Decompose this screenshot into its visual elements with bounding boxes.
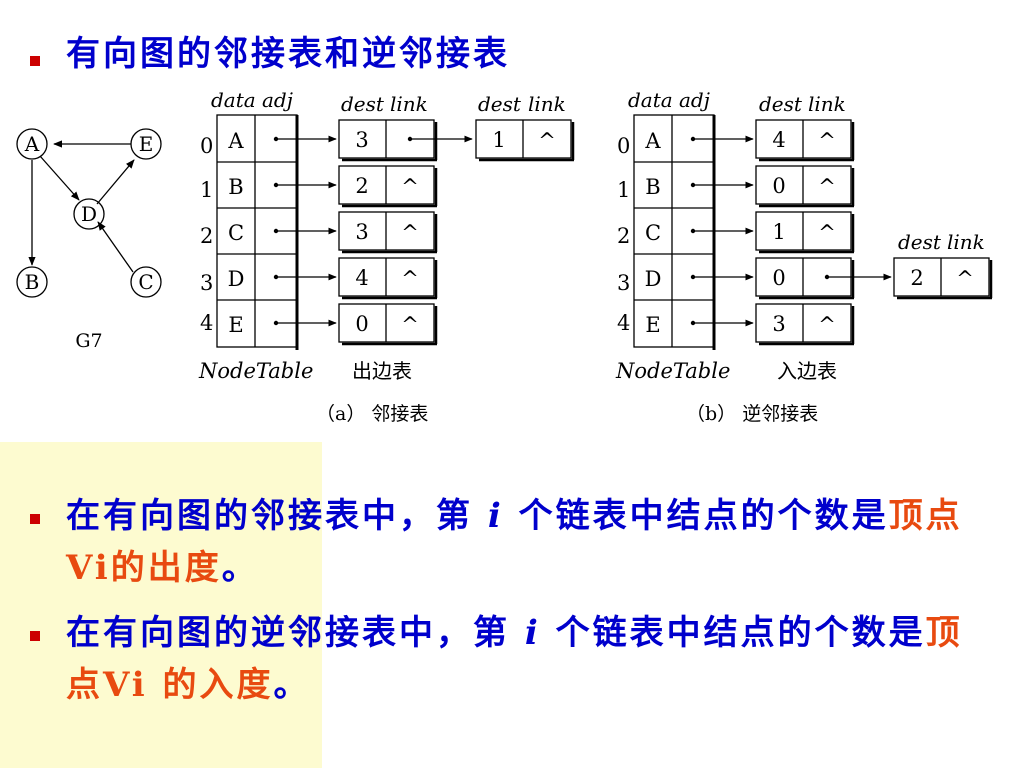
- list-a-dest-4: 0: [355, 312, 368, 336]
- header-data-a: data: [211, 88, 256, 112]
- graph-node-e: [130, 128, 162, 160]
- list-header-link-a: link: [390, 92, 428, 116]
- extra-header-link-b: link: [947, 230, 985, 254]
- node-table-label-b: NodeTable: [615, 359, 730, 383]
- list-label-b: 入边表: [777, 359, 837, 383]
- slide-title: 有向图的邻接表和逆邻接表: [66, 34, 510, 74]
- graph-node-c: [130, 266, 162, 298]
- node-a-row-2: C: [228, 221, 244, 245]
- node-b-row-3: D: [645, 267, 662, 291]
- list-b-dest-1: 0: [772, 174, 785, 198]
- extra-b-dest: 2: [910, 266, 923, 290]
- list-a-null-1: ^: [401, 175, 419, 199]
- list-a-dest-1: 2: [355, 174, 368, 198]
- list-b-null-1: ^: [818, 175, 836, 199]
- header-data-b: data: [628, 88, 673, 112]
- caption-a: （a） 邻接表: [316, 403, 428, 425]
- list-header-link-b: link: [808, 92, 846, 116]
- list-a-null-4: ^: [401, 313, 419, 337]
- index-b-1: 1: [617, 178, 630, 202]
- index-b-3: 3: [617, 271, 630, 295]
- list-a-dest-2: 3: [355, 220, 368, 244]
- graph-node-b: [16, 266, 48, 298]
- list-b-dest-2: 1: [772, 220, 785, 244]
- header-adj-a: adj: [262, 88, 293, 112]
- index-a-0: 0: [200, 134, 213, 158]
- adjacency-list-b: data adj 0 1 2 3 4 A B C D E: [615, 88, 993, 425]
- index-a-4: 4: [200, 311, 213, 335]
- list-b-dest-3: 0: [772, 266, 785, 290]
- node-a-row-3: D: [228, 267, 245, 291]
- list-b-dest-4: 3: [772, 312, 785, 336]
- extra-b-null: ^: [956, 267, 974, 291]
- index-b-4: 4: [617, 311, 630, 335]
- graph-node-b-label: B: [25, 270, 40, 294]
- graph-node-e-label: E: [139, 132, 154, 156]
- node-a-row-1: B: [228, 175, 243, 199]
- bullet-text-1: 在有向图的邻接表中，第 i 个链表中结点的个数是顶点Vi的出度。: [66, 496, 963, 588]
- node-a-row-4: E: [228, 313, 243, 337]
- list-header-dest-b: dest: [759, 92, 803, 116]
- graph-label: G7: [75, 330, 102, 352]
- header-adj-b: adj: [679, 88, 710, 112]
- extra-a-dest: 1: [492, 128, 505, 152]
- title-bullet: [30, 56, 40, 66]
- graph-g7: [16, 128, 162, 298]
- index-a-2: 2: [200, 224, 213, 248]
- adjacency-list-a: data adj 0 1 2 3 4 A B C D E: [198, 88, 575, 425]
- extra-a-null: ^: [538, 129, 556, 153]
- extra-header-link-a: link: [528, 92, 566, 116]
- index-b-2: 2: [617, 224, 630, 248]
- list-a-dest-0: 3: [355, 128, 368, 152]
- list-a-dest-3: 4: [355, 266, 368, 290]
- list-label-a: 出边表: [352, 359, 412, 383]
- adjacency-diagram: A E D B C G7 data adj 0 1 2 3 4 A B C: [16, 88, 993, 425]
- bullet-marker-2: [30, 631, 40, 641]
- bullet-text-2: 在有向图的逆邻接表中，第 i 个链表中结点的个数是顶点Vi 的入度。: [66, 613, 963, 705]
- index-b-0: 0: [617, 134, 630, 158]
- node-a-row-0: A: [227, 129, 244, 153]
- graph-node-d-label: D: [81, 202, 97, 226]
- list-b-null-0: ^: [818, 129, 836, 153]
- node-b-row-4: E: [645, 313, 660, 337]
- node-table-label-a: NodeTable: [198, 359, 313, 383]
- node-b-row-2: C: [645, 221, 661, 245]
- graph-node-a: [16, 128, 48, 160]
- node-b-row-0: A: [644, 129, 661, 153]
- list-b-null-4: ^: [818, 313, 836, 337]
- list-header-dest-a: dest: [341, 92, 385, 116]
- list-b-dest-0: 4: [772, 128, 785, 152]
- list-a-null-2: ^: [401, 221, 419, 245]
- extra-header-dest-a: dest: [478, 92, 522, 116]
- caption-b: （b） 逆邻接表: [686, 403, 818, 425]
- index-a-3: 3: [200, 271, 213, 295]
- extra-header-dest-b: dest: [898, 230, 942, 254]
- graph-node-c-label: C: [138, 270, 153, 294]
- graph-node-a-label: A: [24, 132, 40, 156]
- list-b-null-2: ^: [818, 221, 836, 245]
- yellow-background-panel: [0, 442, 322, 768]
- graph-node-d: [73, 198, 105, 230]
- list-a-null-3: ^: [401, 267, 419, 291]
- index-a-1: 1: [200, 178, 213, 202]
- bullet-marker-1: [30, 514, 40, 524]
- node-b-row-1: B: [645, 175, 660, 199]
